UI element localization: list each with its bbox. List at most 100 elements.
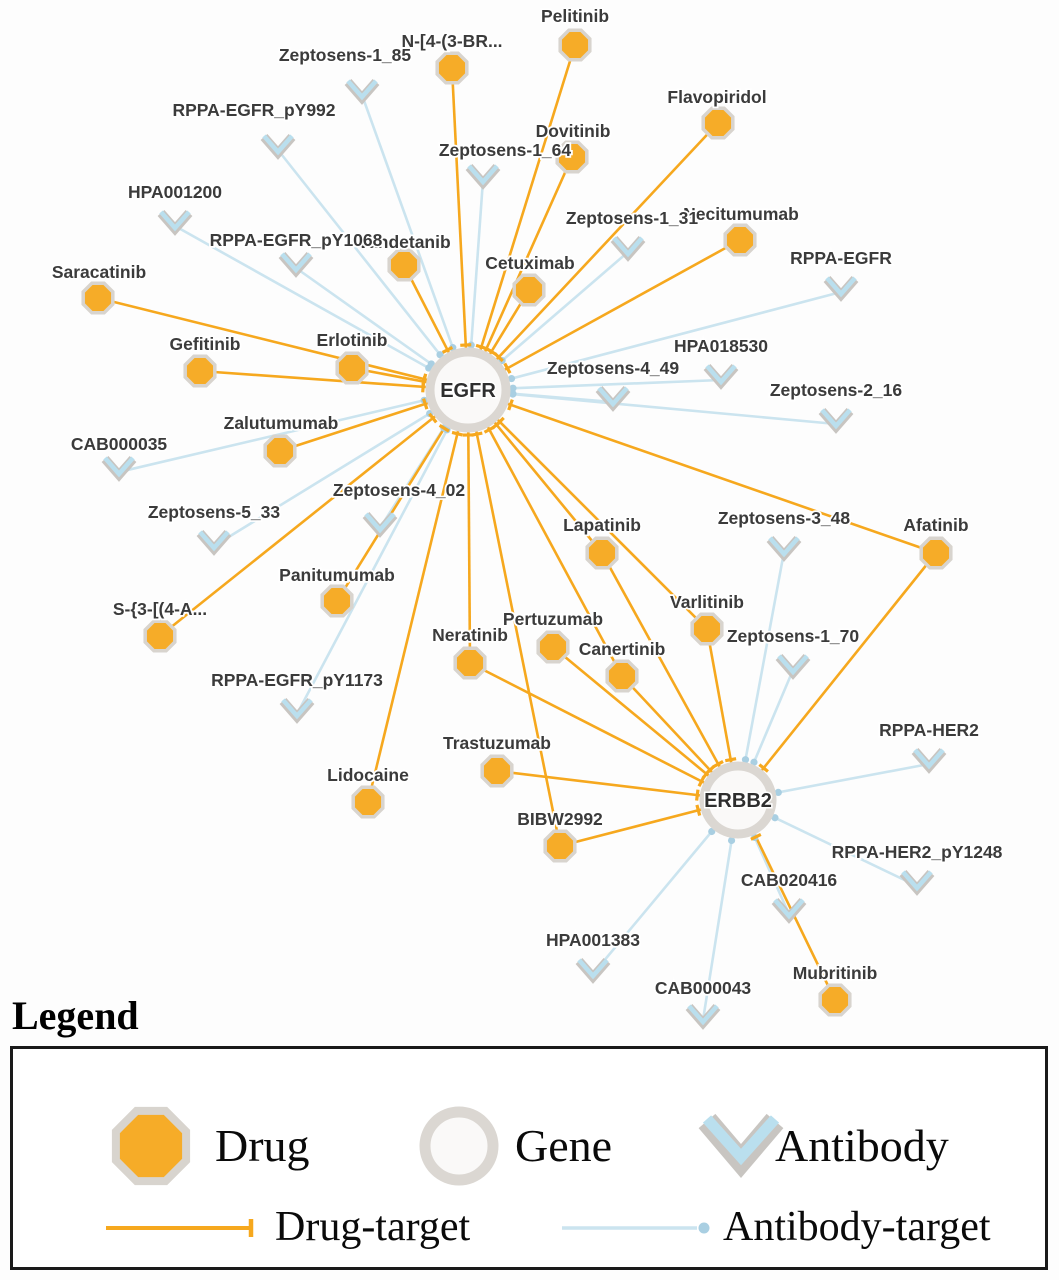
nodes-layer: [81, 28, 953, 1030]
antibody-node-zeptosens_5_33[interactable]: [196, 530, 232, 556]
drug-label: Dovitinib: [536, 121, 611, 141]
drug-target-edge: [736, 552, 938, 801]
drug-label: Lapatinib: [563, 515, 641, 535]
drug-node-lapatinib[interactable]: [585, 536, 619, 570]
antibody-node-zeptosens_1_64[interactable]: [465, 164, 501, 190]
gene-legend-label: Gene: [515, 1120, 613, 1171]
drug-target-edge: [467, 238, 741, 392]
drug-node-canertinib[interactable]: [605, 659, 639, 693]
antibody-label: RPPA-EGFR_pY1068: [210, 230, 383, 250]
drug-label: Erlotinib: [317, 330, 388, 350]
antibody-chevron-inner: [705, 364, 737, 386]
antibody-chevron-inner: [467, 164, 499, 186]
drug-label: Saracatinib: [52, 262, 146, 282]
drug-target-edge: [466, 389, 624, 677]
drug-node-panitumumab[interactable]: [320, 584, 354, 618]
drug-target-edge: [450, 67, 470, 391]
antibody-target-dot: [727, 836, 736, 845]
antibody-node-zeptosens_4_02[interactable]: [362, 512, 398, 538]
antibody-target-edge: [118, 388, 469, 474]
antibody-chevron-inner: [913, 748, 945, 770]
antibody-target-dot: [509, 390, 517, 398]
drug-target-tick: [697, 775, 706, 787]
drug-target-edge: [466, 156, 574, 391]
antibody-chevron-inner: [687, 1004, 719, 1026]
antibody-node-rppa_her2[interactable]: [911, 748, 947, 774]
antibody-node-cab000035[interactable]: [101, 456, 137, 482]
gene-node-egfr[interactable]: [425, 347, 511, 433]
antibody-node-zeptosens_1_85[interactable]: [344, 79, 380, 105]
antibody-chevron-inner: [281, 698, 313, 720]
gene-legend-icon: [419, 1106, 499, 1186]
drug-node-bibw2992[interactable]: [543, 829, 577, 863]
antibody-node-zeptosens_1_31[interactable]: [610, 236, 646, 262]
drug-node-trastuzumab[interactable]: [480, 754, 514, 788]
antibody-node-rppa_egfr[interactable]: [823, 276, 859, 302]
antibody-node-cab020416[interactable]: [771, 898, 807, 924]
drug-node-neratinib[interactable]: [453, 646, 487, 680]
drug-target-edge: [467, 388, 937, 555]
drug-node-necitumumab[interactable]: [723, 223, 757, 257]
drug-node-dovitinib[interactable]: [555, 140, 589, 174]
drug-label: Neratinib: [432, 625, 508, 645]
drug-node-pertuzumab[interactable]: [536, 630, 570, 664]
drug-target-tick: [507, 399, 514, 411]
antibody-label: HPA018530: [674, 336, 768, 356]
antibody-label: RPPA-EGFR: [790, 248, 892, 268]
drug-target-tick: [471, 431, 483, 437]
antibody-node-zeptosens_1_70[interactable]: [775, 654, 811, 680]
drug-node-saracatinib[interactable]: [81, 281, 115, 315]
drug-label: BIBW2992: [517, 809, 603, 829]
gene-label: ERBB2: [704, 790, 772, 812]
drug-legend-label: Drug: [215, 1120, 310, 1171]
antibody-target-legend-label: Antibody-target: [723, 1204, 991, 1250]
antibody-node-rppa_egfr_py1173[interactable]: [279, 698, 315, 724]
drug-node-lidocaine[interactable]: [351, 785, 385, 819]
drug-node-flavopiridol[interactable]: [701, 106, 735, 140]
antibody-target-edge: [295, 389, 470, 715]
antibody-target-dot: [750, 758, 758, 766]
drug-node-erlotinib[interactable]: [335, 351, 369, 385]
drug-target-edge: [159, 388, 469, 638]
drug-node-pelitinib[interactable]: [558, 28, 592, 62]
drug-label: Trastuzumab: [443, 733, 551, 753]
drug-node-n_4_3_br[interactable]: [435, 51, 469, 85]
drug-node-afatinib[interactable]: [919, 536, 953, 570]
drug-node-varlitinib[interactable]: [690, 612, 724, 646]
antibody-node-rppa_egfr_py1068[interactable]: [278, 252, 314, 278]
antibody-node-zeptosens_4_49[interactable]: [595, 386, 631, 412]
drug-target-edge: [469, 661, 739, 802]
drug-node-zalutumumab[interactable]: [263, 434, 297, 468]
antibody-node-cab000043[interactable]: [685, 1004, 721, 1030]
drug-node-gefitinib[interactable]: [183, 354, 217, 388]
drug-node-mubritinib[interactable]: [818, 983, 852, 1017]
antibody-node-zeptosens_3_48[interactable]: [766, 536, 802, 562]
drug-target-tick: [724, 757, 737, 763]
drug-target-tick: [438, 423, 450, 433]
antibody-node-hpa001200[interactable]: [157, 210, 193, 236]
antibody-target-edge: [276, 149, 470, 391]
antibody-label: Zeptosens-1_64: [439, 140, 572, 160]
drug-target-legend-line: [106, 1219, 254, 1237]
antibody-chevron-inner: [597, 386, 629, 408]
drug-label: Necitumumab: [683, 204, 799, 224]
drug-node-cetuximab[interactable]: [512, 273, 546, 307]
drug-label: Panitumumab: [279, 565, 395, 585]
antibody-node-rppa_her2_py1248[interactable]: [899, 870, 935, 896]
drug-node-vandetanib[interactable]: [387, 248, 421, 282]
antibody-node-rppa_egfr_py992[interactable]: [260, 134, 296, 160]
antibody-chevron-inner: [198, 530, 230, 552]
antibody-target-dot: [741, 756, 750, 764]
drug-target-edge: [466, 389, 562, 847]
drug-node-s_3_4_a[interactable]: [143, 619, 177, 653]
antibody-legend-icon: [698, 1113, 784, 1178]
drug-label: Pertuzumab: [503, 609, 603, 629]
drug-target-edge: [466, 44, 577, 391]
drug-target-edge: [600, 552, 740, 801]
antibody-node-hpa001383[interactable]: [575, 958, 611, 984]
antibody-node-hpa018530[interactable]: [703, 364, 739, 390]
gene-node-erbb2[interactable]: [699, 761, 777, 839]
antibody-node-zeptosens_2_16[interactable]: [818, 408, 854, 434]
drug-legend-icon: [111, 1106, 191, 1186]
